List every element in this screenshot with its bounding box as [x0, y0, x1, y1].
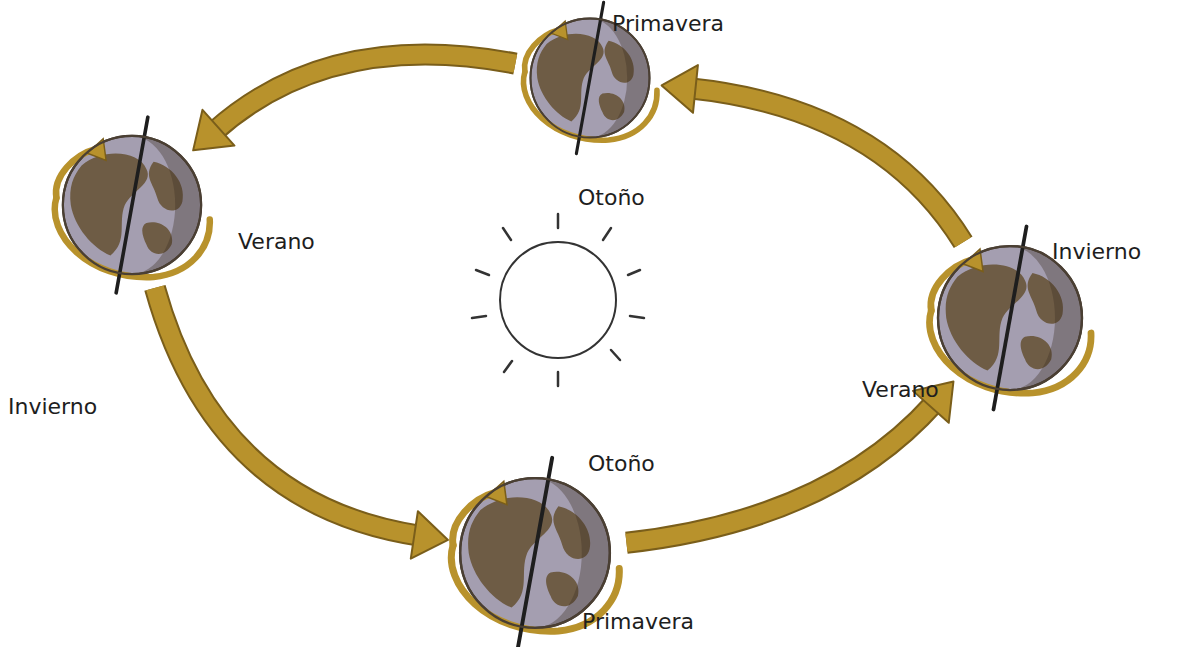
orbit-arrow [155, 288, 448, 559]
earth-globe: PrimaveraOtoño [528, 16, 652, 140]
orbit-arrow [662, 65, 964, 242]
season-label: Otoño [588, 452, 655, 476]
earth-globe: InviernoVerano [935, 243, 1085, 393]
earth-globe: OtoñoPrimavera [457, 475, 613, 631]
earth-globe: VeranoInvierno [60, 133, 204, 277]
season-label: Invierno [8, 395, 97, 419]
season-label: Invierno [1052, 240, 1141, 264]
globe-illustration [935, 243, 1085, 393]
globe-illustration [60, 133, 204, 277]
season-label: Otoño [578, 186, 645, 210]
orbit-arrow [626, 381, 953, 542]
globe-illustration [457, 475, 613, 631]
season-label: Verano [238, 230, 315, 254]
season-label: Primavera [612, 12, 724, 36]
orbit-arrow [193, 55, 515, 151]
season-label: Primavera [582, 610, 694, 634]
season-label: Verano [862, 378, 939, 402]
